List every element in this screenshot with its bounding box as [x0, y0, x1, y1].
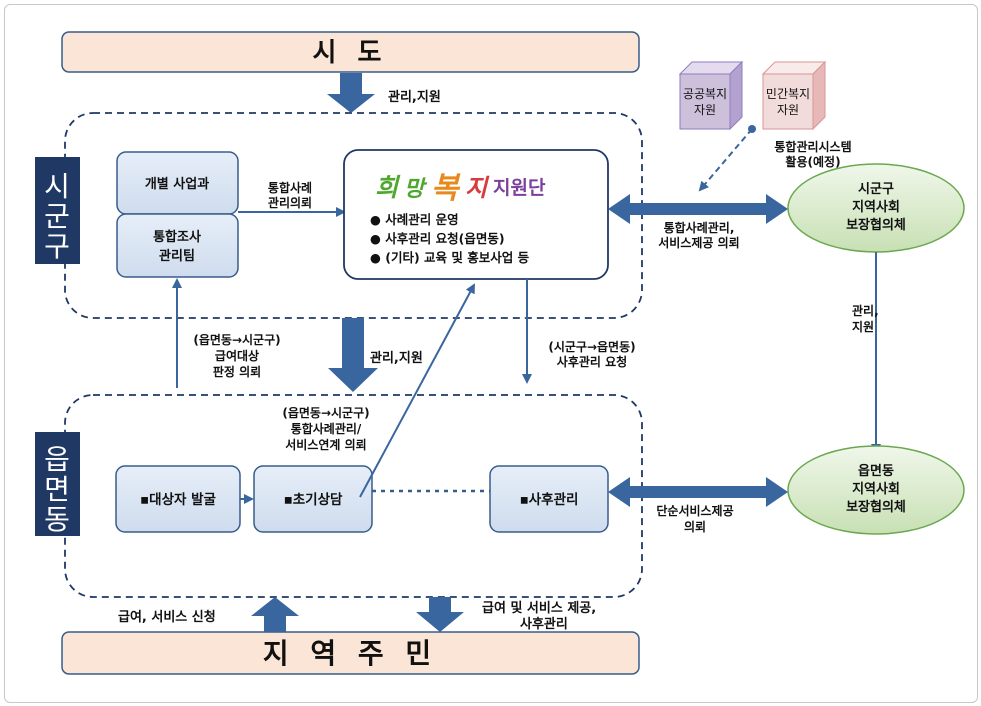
sigungu-tag-char-1: 시 — [44, 170, 70, 203]
followup-request-label-1: (시군구→읍면동) — [548, 339, 635, 354]
hope-center-box — [343, 149, 609, 280]
benefit-provide-label-2: 사후관리 — [520, 616, 568, 632]
mid-support-label: 관리,지원 — [370, 350, 423, 366]
benefit-provide-label-1: 급여 및 서비스 제공, — [482, 600, 596, 616]
survey-team-box — [116, 213, 239, 278]
followup-request-label-2: 사후관리 요청 — [557, 354, 627, 369]
top-bar-label: 시 도 — [313, 38, 388, 68]
consult-to-center-arrow — [359, 283, 475, 498]
public-resource-cube — [678, 60, 744, 131]
center-council-double-arrow — [608, 194, 788, 224]
eup-to-sigungu-label-2: 급여대상 — [215, 348, 259, 363]
sigungu-council-label-1: 시군구 — [858, 182, 894, 197]
eupmyeondong-council — [787, 445, 965, 535]
eup-integrated-label-1: (읍면동→시군구) — [282, 405, 369, 420]
followup-label: ▪사후관리 — [520, 491, 579, 508]
top-bar — [61, 31, 640, 73]
hope-center-item-3: ● (기타) 교육 및 홍보사업 등 — [370, 250, 530, 265]
council-support-label-2: 지원 — [852, 319, 874, 334]
survey-team-label-2: 관리팀 — [159, 248, 195, 264]
private-resource-label-2: 자원 — [777, 103, 799, 117]
public-resource-label-2: 자원 — [694, 103, 716, 117]
bottom-bar-label: 지 역 주 민 — [263, 637, 437, 670]
svg-text:희: 희 — [375, 173, 401, 202]
eupmyeondong-council-label-3: 보장협의체 — [846, 499, 906, 515]
svg-text:복: 복 — [431, 171, 461, 206]
consult-box — [253, 465, 373, 533]
system-use-label-2: 활용(예정) — [785, 154, 840, 169]
eupmyeondong-tag-char-2: 면 — [44, 473, 70, 506]
private-resource-cube — [761, 60, 827, 131]
mid-down-arrow — [328, 318, 378, 392]
individual-dept-label: 개별 사업과 — [145, 176, 209, 192]
integrated-request-label-2: 관리의뢰 — [268, 195, 312, 210]
system-use-link — [698, 128, 753, 192]
consult-label: ▪초기상담 — [284, 491, 343, 508]
svg-text:지원단: 지원단 — [493, 177, 546, 199]
eupmyeondong-council-label-2: 지역사회 — [852, 481, 900, 497]
simple-service-label-2: 의뢰 — [684, 519, 706, 534]
center-to-council-label-2: 서비스제공 의뢰 — [658, 235, 739, 250]
survey-team-label-1: 통합조사 — [153, 229, 201, 245]
sigungu-tag-char-2: 군 — [44, 200, 70, 233]
system-use-label-1: 통합관리시스템 — [774, 139, 851, 154]
benefit-apply-label: 급여, 서비스 신청 — [118, 609, 216, 625]
bottom-bar — [61, 631, 640, 675]
integrated-request-label-1: 통합사례 — [268, 180, 312, 195]
hope-center-item-1: ● 사례관리 운영 — [370, 212, 459, 227]
eupmyeondong-tag-char-3: 동 — [44, 503, 70, 536]
top-down-arrow — [327, 73, 375, 113]
sigungu-tag-char-3: 구 — [44, 230, 70, 263]
sigungu-council-label-2: 지역사회 — [852, 199, 900, 215]
followup-council-double-arrow — [608, 477, 788, 507]
hope-center-logo: 희 망 복 지 지원단 — [375, 171, 546, 206]
followup-box — [489, 465, 609, 533]
sigungu-council-label-3: 보장협의체 — [846, 217, 906, 233]
sigungu-tag — [35, 157, 80, 264]
top-support-label: 관리,지원 — [388, 89, 441, 105]
apply-up-arrow — [251, 597, 299, 632]
provide-down-arrow — [416, 597, 464, 632]
eupmyeondong-tag — [35, 432, 80, 536]
hope-center-item-2: ● 사후관리 요청(읍면동) — [370, 231, 505, 246]
simple-service-label-1: 단순서비스제공 — [656, 503, 733, 518]
public-resource-label-1: 공공복지 — [683, 87, 727, 101]
center-to-council-label-1: 통합사례관리, — [664, 220, 735, 235]
eup-to-sigungu-label-1: (읍면동→시군구) — [193, 332, 280, 347]
eup-integrated-label-3: 서비스연계 의뢰 — [285, 437, 366, 452]
eupmyeondong-tag-char-1: 읍 — [44, 443, 70, 476]
private-resource-label-1: 민간복지 — [766, 87, 810, 101]
eup-to-sigungu-label-3: 판정 의뢰 — [213, 364, 261, 379]
eupmyeondong-council-label-1: 읍면동 — [858, 463, 894, 479]
svg-text:망: 망 — [404, 176, 428, 202]
eup-integrated-label-2: 통합사례관리/ — [291, 421, 362, 436]
svg-text:지: 지 — [465, 173, 490, 202]
discover-label: ▪대상자 발굴 — [140, 491, 217, 508]
council-support-label-1: 관리, — [852, 303, 879, 318]
